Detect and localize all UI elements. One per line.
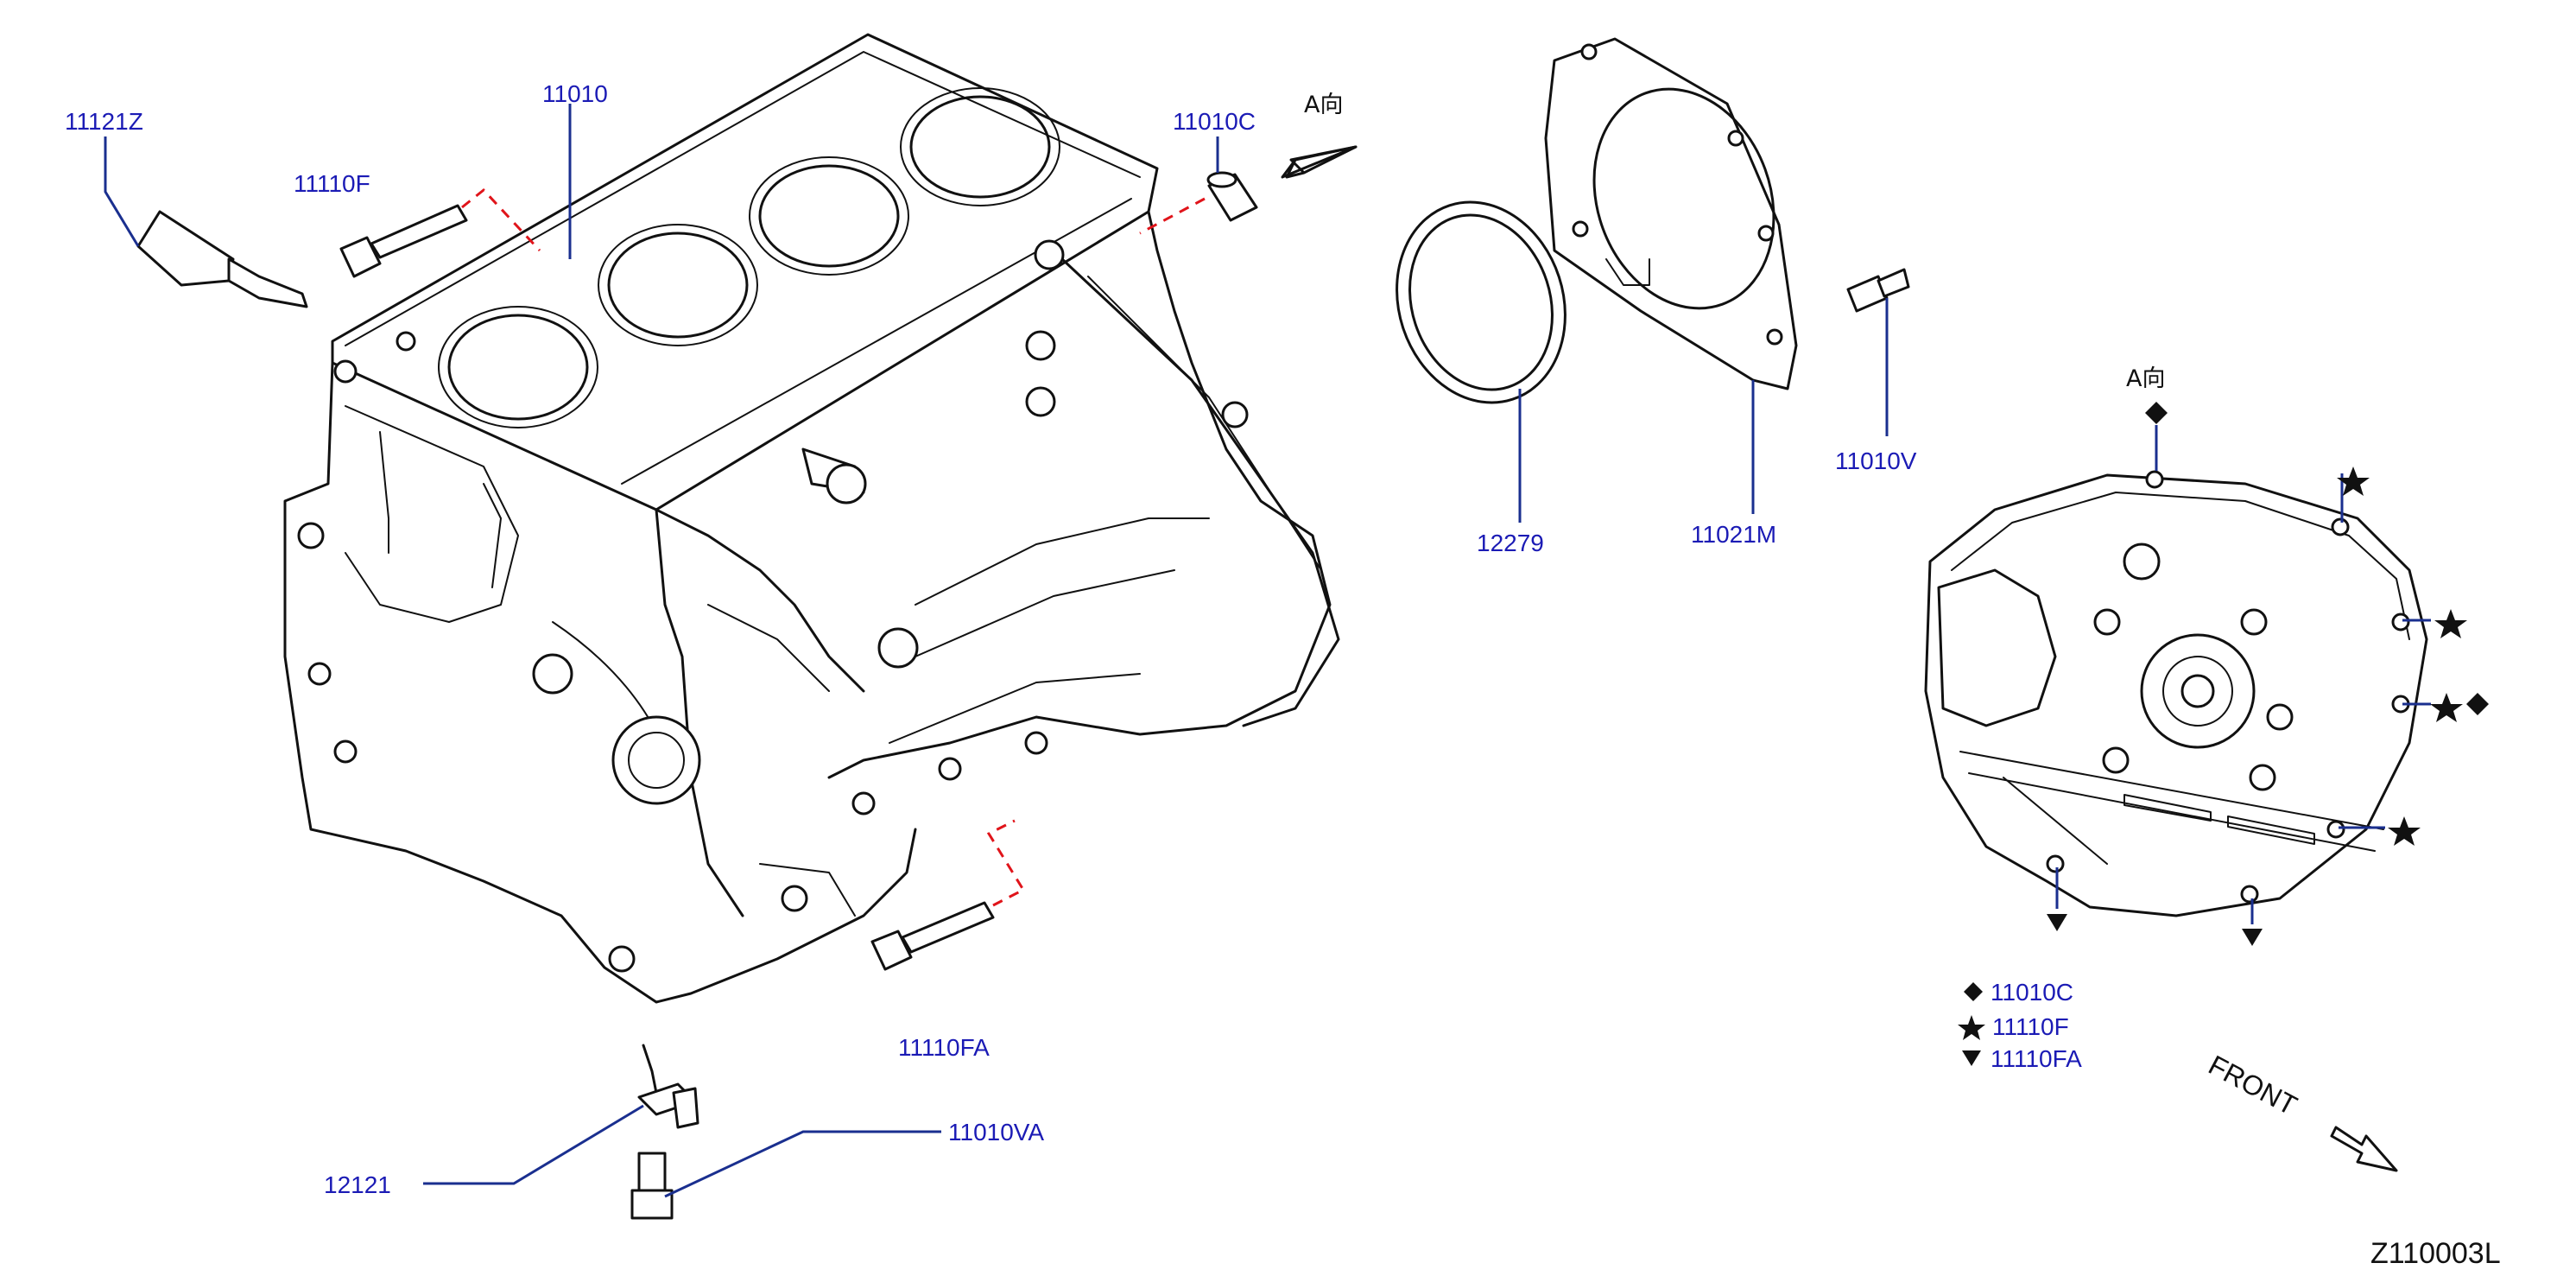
rear-view-drawing [1924,470,2428,917]
bolt-11010v-drawing [1846,268,1910,313]
label-11110fa: 11110FA [898,1034,990,1061]
view-note-arrow: A向 [1304,92,1343,118]
legend-label-diamond: 11010C [1991,979,2073,1006]
dashed-connectors [461,187,1206,907]
legend-label-triangle: 11110FA [1991,1045,2082,1072]
legend-diamond-icon [1964,982,1983,1001]
front-label: FRONT [2204,1049,2302,1121]
label-12279: 12279 [1477,530,1544,556]
legend-star-icon [1958,1015,1985,1040]
leader-lines [104,104,2431,1198]
star-marker-r3 [2388,816,2421,846]
front-direction-arrow [2330,1126,2398,1172]
leader-11010va [664,1130,941,1198]
cylinder-block-drawing [283,33,1340,1004]
dash-11110f [461,187,541,252]
view-note-rear: A向 [2126,365,2165,392]
diamond-marker-r2 [2466,693,2489,715]
label-12121: 12121 [324,1171,391,1198]
dash-11110fa [986,819,1026,907]
dowel-11010c-drawing [1206,171,1258,222]
star-marker-r1 [2434,609,2467,638]
triangle-marker-bm [2242,929,2263,946]
star-marker-r2 [2430,693,2463,722]
diagram-code: Z110003L [2370,1237,2501,1270]
part-labels: 11121Z 11010 11110F 11010C 12279 11021M … [65,80,1917,1198]
view-arrow-a [1281,145,1358,179]
diamond-marker-top [2145,402,2168,424]
legend-symbols [1958,982,1985,1066]
rear-view-symbols [2047,402,2489,946]
leader-12121 [423,1104,644,1185]
label-11010v: 11010V [1835,447,1917,474]
label-11010c: 11010C [1173,108,1256,135]
leader-11121z [104,136,140,247]
legend-triangle-icon [1962,1050,1981,1066]
liquid-gasket-tube-drawing [136,210,308,308]
bracket-12121-drawing [637,1044,699,1129]
legend-label-star: 11110F [1992,1013,2069,1040]
rear-cover-plate-drawing [1544,37,1798,390]
dash-11010c [1139,197,1206,235]
triangle-marker-bl [2047,914,2067,931]
label-11121z: 11121Z [65,108,143,135]
star-marker-tr [2337,466,2370,496]
rear-oil-seal-drawing [1396,200,1566,404]
bolt-11110fa-drawing [870,901,995,971]
label-11010: 11010 [542,80,608,107]
label-11010va: 11010VA [948,1119,1044,1146]
label-11021m: 11021M [1691,521,1776,548]
legend: 11010C 11110F 11110FA [1991,979,2082,1072]
bolt-11110f-drawing [339,204,468,278]
label-11110f: 11110F [294,170,370,197]
bolt-11010va-drawing [630,1152,674,1220]
